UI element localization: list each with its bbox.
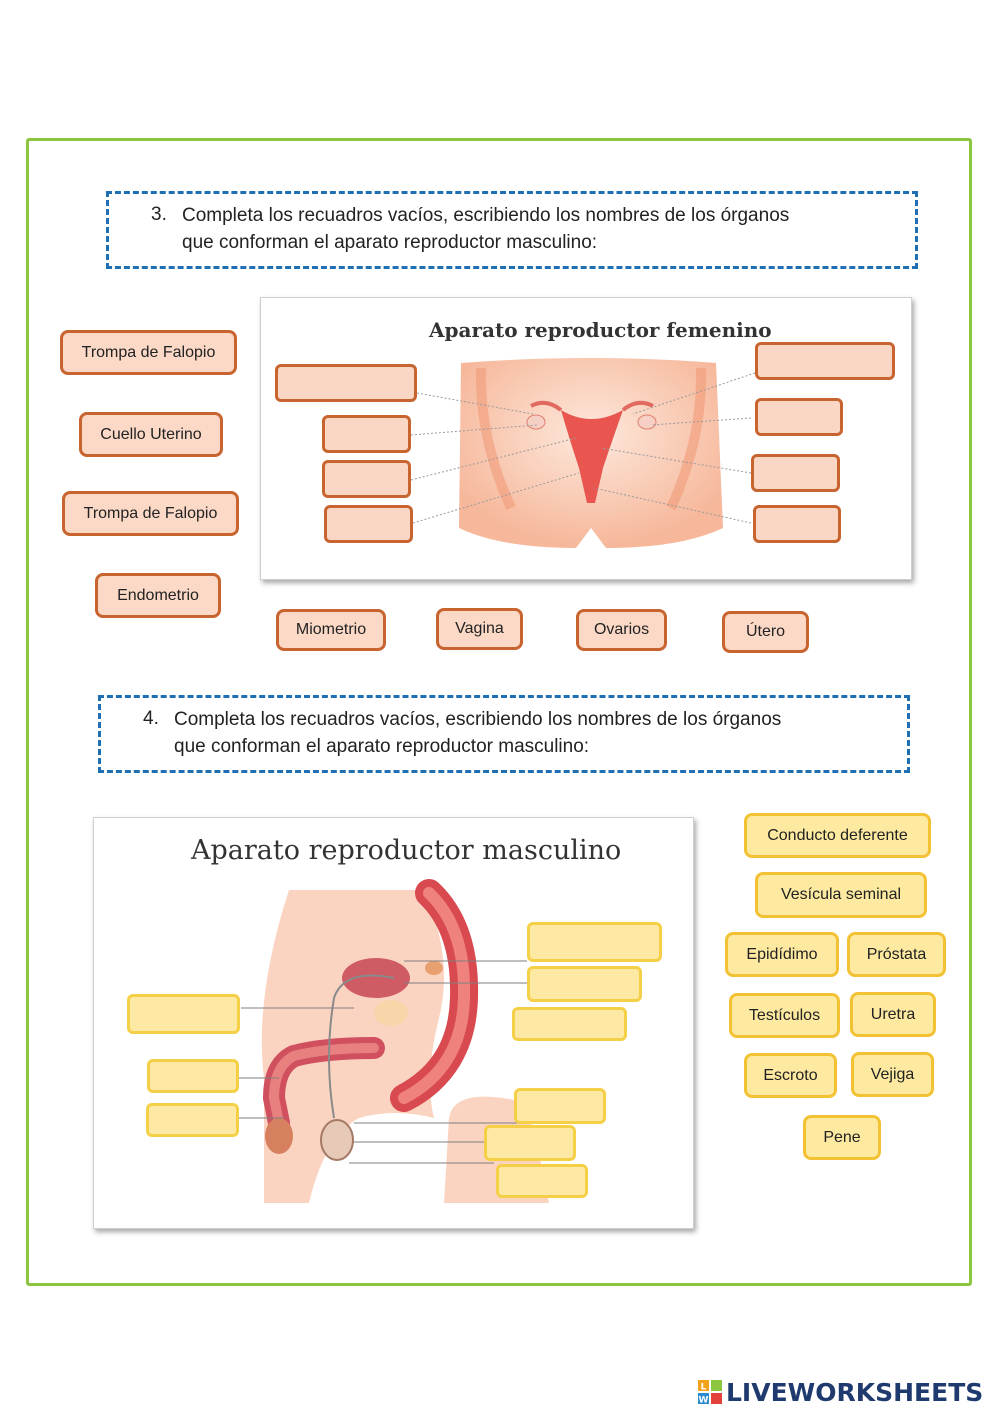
drag-chip[interactable]: Uretra [850, 992, 936, 1037]
answer-slot[interactable] [484, 1125, 576, 1161]
female-anatomy-illustration [410, 358, 756, 548]
diagram-title: Aparato reproductor femenino [429, 318, 772, 342]
drag-chip[interactable]: Epidídimo [725, 932, 839, 977]
logo-cube-letter: W [699, 1396, 709, 1406]
answer-slot[interactable] [512, 1007, 627, 1041]
drag-chip[interactable]: Ovarios [576, 609, 667, 651]
drag-chip[interactable]: Testículos [729, 993, 840, 1038]
drag-chip[interactable]: Miometrio [276, 609, 386, 651]
answer-slot[interactable] [147, 1059, 239, 1093]
logo-cube-letter: L [701, 1383, 707, 1393]
instruction-box-3: 3. Completa los recuadros vacíos, escrib… [106, 191, 918, 269]
instruction-number: 4. [143, 708, 159, 729]
female-diagram: Aparato reproductor femenino [260, 297, 912, 580]
answer-slot[interactable] [322, 460, 411, 498]
logo-text: LIVEWORKSHEETS [726, 1377, 984, 1407]
answer-slot[interactable] [322, 415, 411, 453]
instruction-line: Completa los recuadros vacíos, escribien… [174, 709, 782, 730]
answer-slot[interactable] [324, 505, 413, 543]
liveworksheets-logo: L W LIVEWORKSHEETS [697, 1374, 983, 1410]
answer-slot[interactable] [753, 505, 841, 543]
instruction-number: 3. [151, 204, 167, 225]
diagram-title: Aparato reproductor masculino [191, 835, 622, 866]
drag-chip[interactable]: Vesícula seminal [755, 872, 927, 918]
instruction-line: que conforman el aparato reproductor mas… [182, 232, 598, 253]
answer-slot[interactable] [275, 364, 417, 402]
drag-chip[interactable]: Vagina [436, 608, 523, 650]
answer-slot[interactable] [755, 342, 895, 380]
answer-slot[interactable] [751, 454, 840, 492]
drag-chip[interactable]: Conducto deferente [744, 813, 931, 858]
drag-chip[interactable]: Trompa de Falopio [62, 491, 239, 536]
instruction-box-4: 4. Completa los recuadros vacíos, escrib… [98, 695, 910, 773]
drag-chip[interactable]: Endometrio [95, 573, 221, 618]
answer-slot[interactable] [514, 1088, 606, 1124]
drag-chip[interactable]: Escroto [744, 1053, 837, 1098]
instruction-text: Completa los recuadros vacíos, escribien… [182, 202, 789, 256]
male-anatomy-illustration [239, 879, 549, 1203]
answer-slot[interactable] [496, 1164, 588, 1198]
answer-slot[interactable] [755, 398, 843, 436]
logo-cube-icon: L W [698, 1380, 722, 1406]
worksheet-frame [26, 138, 972, 1286]
drag-chip[interactable]: Pene [803, 1115, 881, 1160]
drag-chip[interactable]: Próstata [847, 932, 946, 977]
answer-slot[interactable] [527, 922, 662, 962]
drag-chip[interactable]: Cuello Uterino [79, 412, 223, 457]
instruction-text: Completa los recuadros vacíos, escribien… [174, 706, 781, 760]
instruction-line: Completa los recuadros vacíos, escribien… [182, 205, 790, 226]
answer-slot[interactable] [527, 966, 642, 1002]
answer-slot[interactable] [127, 994, 240, 1034]
instruction-line: que conforman el aparato reproductor mas… [174, 736, 590, 757]
drag-chip[interactable]: Trompa de Falopio [60, 330, 237, 375]
answer-slot[interactable] [146, 1103, 239, 1137]
male-diagram: Aparato reproductor masculino [93, 817, 694, 1229]
drag-chip[interactable]: Vejiga [851, 1052, 934, 1097]
drag-chip[interactable]: Útero [722, 611, 809, 653]
